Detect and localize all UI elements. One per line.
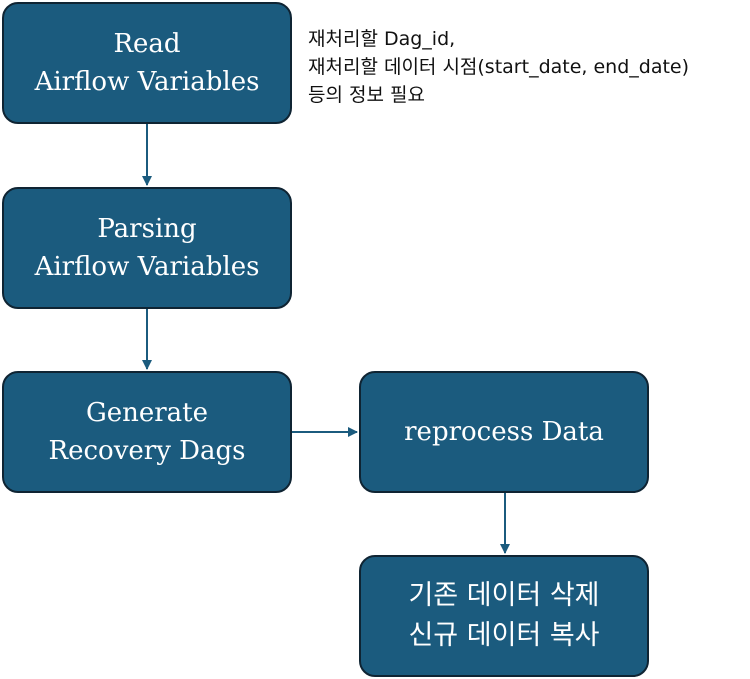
node-label-line: 기존 데이터 삭제: [408, 580, 600, 611]
node-read-airflow-variables: Read Airflow Variables: [2, 2, 292, 124]
node-label-line: 신규 데이터 복사: [408, 620, 600, 651]
requirements-note: 재처리할 Dag_id, 재처리할 데이터 시점(start_date, end…: [308, 25, 689, 109]
node-label-line: reprocess Data: [404, 417, 604, 447]
node-label-line: Recovery Dags: [48, 436, 246, 466]
node-label-line: Airflow Variables: [34, 252, 260, 282]
note-line: 등의 정보 필요: [308, 84, 425, 106]
node-generate-recovery-dags: Generate Recovery Dags: [2, 371, 292, 493]
node-label-line: Read: [113, 29, 181, 59]
node-label-line: Generate: [85, 398, 209, 428]
node-label-line: Airflow Variables: [34, 67, 260, 97]
node-parsing-airflow-variables: Parsing Airflow Variables: [2, 187, 292, 309]
node-reprocess-data: reprocess Data: [359, 371, 649, 493]
node-delete-and-copy-data: 기존 데이터 삭제 신규 데이터 복사: [359, 555, 649, 677]
note-line: 재처리할 데이터 시점(start_date, end_date): [308, 56, 690, 78]
node-label-line: Parsing: [97, 214, 197, 244]
note-line: 재처리할 Dag_id,: [308, 28, 456, 50]
